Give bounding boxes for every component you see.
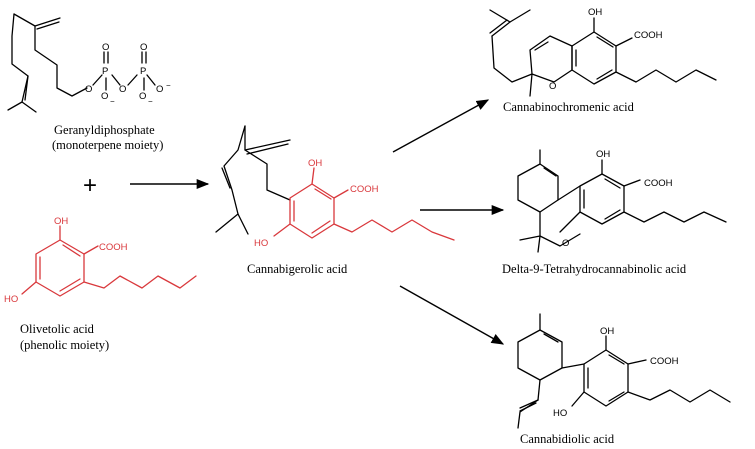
- cannabigerolic-acid-caption: Cannabigerolic acid: [247, 262, 348, 276]
- geranyldiphosphate-note: (monoterpene moiety): [52, 138, 163, 152]
- cannabidiolic-acid-structure: OH COOH HO: [517, 313, 731, 429]
- cannabigerolic-acid-structure: OH COOH HO: [215, 125, 455, 249]
- phosphorus-label: P: [102, 66, 108, 77]
- oxygen-label: O: [101, 91, 108, 102]
- geranyldiphosphate-structure: O P O O − O P O O − O −: [7, 13, 171, 113]
- geranyldiphosphate-caption: Geranyldiphosphate: [54, 123, 155, 137]
- hydroxyl-label: OH: [308, 158, 322, 169]
- charge-label: −: [166, 81, 171, 90]
- hydroxyl-label: OH: [54, 216, 68, 227]
- cannabidiolic-acid-caption: Cannabidiolic acid: [520, 432, 615, 446]
- hydroxyl-label: OH: [596, 149, 610, 160]
- carboxyl-label: COOH: [634, 30, 663, 41]
- thca-caption: Delta-9-Tetrahydrocannabinolic acid: [502, 262, 687, 276]
- oxygen-label: O: [102, 42, 109, 53]
- olivetolic-acid-caption: Olivetolic acid: [20, 322, 95, 336]
- charge-label: −: [110, 97, 115, 106]
- reaction-arrow: [392, 99, 490, 153]
- hydroxyl-label: OH: [588, 7, 602, 18]
- olivetolic-acid-structure: OH COOH HO: [4, 216, 197, 305]
- carboxyl-label: COOH: [644, 178, 673, 189]
- oxygen-label: O: [119, 84, 126, 95]
- carboxyl-label: COOH: [99, 242, 128, 253]
- hydroxyl-label: HO: [553, 408, 567, 419]
- hydroxyl-label: HO: [254, 238, 268, 249]
- hydroxyl-label: HO: [4, 294, 18, 305]
- reaction-arrow: [399, 285, 505, 345]
- plus-sign: +: [83, 172, 97, 199]
- oxygen-label: O: [156, 84, 163, 95]
- hydroxyl-label: OH: [600, 326, 614, 337]
- oxygen-label: O: [140, 42, 147, 53]
- thca-structure: OH COOH O: [517, 149, 727, 253]
- cannabinochromenic-acid-structure: OH COOH O: [489, 7, 717, 97]
- olivetolic-acid-note: (phenolic moiety): [20, 338, 109, 352]
- carboxyl-label: COOH: [650, 356, 679, 367]
- oxygen-label: O: [139, 91, 146, 102]
- charge-label: −: [148, 97, 153, 106]
- oxygen-label: O: [562, 238, 569, 249]
- carboxyl-label: COOH: [350, 184, 379, 195]
- cannabinochromenic-acid-caption: Cannabinochromenic acid: [503, 100, 635, 114]
- oxygen-label: O: [549, 81, 556, 92]
- oxygen-label: O: [85, 84, 92, 95]
- phosphorus-label: P: [140, 66, 146, 77]
